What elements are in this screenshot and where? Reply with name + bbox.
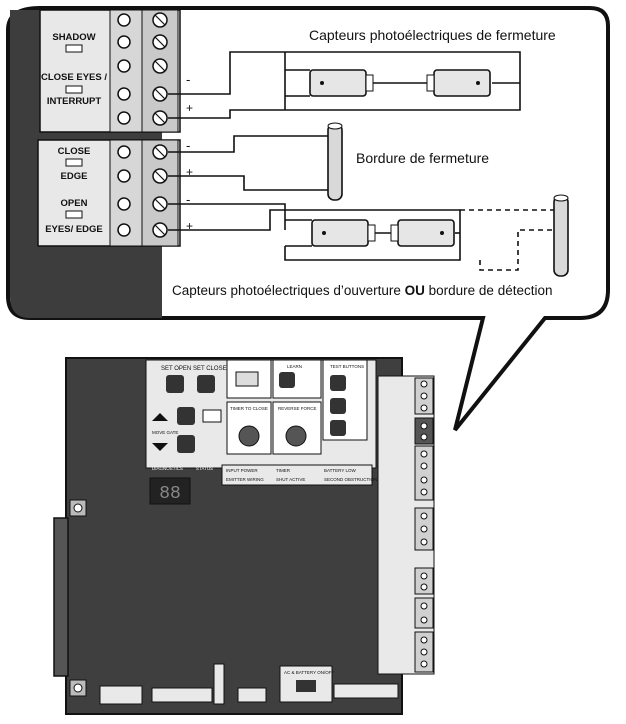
- svg-text:BATTERY LOW: BATTERY LOW: [324, 468, 357, 473]
- svg-text:-: -: [186, 192, 190, 207]
- svg-text:SECOND OBSTRUCTION: SECOND OBSTRUCTION: [324, 477, 377, 482]
- move-up-icon[interactable]: [152, 413, 168, 421]
- control-board: SET OPEN SET CLOSE MOVE GATE LEARN TEST …: [53, 357, 435, 715]
- opening-edge-dashed-wiring: [460, 209, 555, 271]
- svg-text:LEARN: LEARN: [287, 364, 302, 369]
- eyes-edge-label: EYES/ EDGE: [45, 224, 103, 235]
- close-label: CLOSE: [58, 146, 91, 157]
- diagnostics-display: [149, 477, 191, 505]
- svg-text:DIAGNOSTICS: DIAGNOSTICS: [152, 466, 183, 471]
- closing-edge-wiring: [168, 135, 330, 191]
- test-close-button[interactable]: [330, 398, 346, 414]
- svg-text:TIMER: TIMER: [276, 468, 291, 473]
- svg-text:TIMER TO CLOSE: TIMER TO CLOSE: [230, 406, 268, 411]
- edge-label: EDGE: [61, 171, 88, 182]
- svg-text:SHUT ACTIVE: SHUT ACTIVE: [276, 477, 305, 482]
- svg-text:88: 88: [159, 484, 181, 504]
- svg-text:INPUT POWER: INPUT POWER: [226, 468, 258, 473]
- opening-edge-sensor: [553, 194, 569, 277]
- open-label: OPEN: [61, 198, 88, 209]
- svg-text:+: +: [186, 101, 193, 115]
- ac-battery-switch[interactable]: [296, 680, 316, 692]
- svg-text:EMITTER WIRING: EMITTER WIRING: [226, 477, 264, 482]
- closing-eyes-wiring: [168, 51, 521, 119]
- svg-text:SET CLOSE: SET CLOSE: [193, 366, 227, 372]
- opening-sensors-label: Capteurs photoélectriques d’ouverture OU…: [172, 283, 552, 298]
- svg-text:REVERSE FORCE: REVERSE FORCE: [278, 406, 317, 411]
- open-switch-icon: [65, 210, 83, 219]
- svg-text:+: +: [186, 219, 193, 233]
- close-eyes-switch-icon: [65, 85, 83, 94]
- move-down-icon[interactable]: [152, 443, 168, 451]
- test-stop-button[interactable]: [330, 420, 346, 436]
- closing-edge-label: Bordure de fermeture: [356, 150, 489, 166]
- learn-button[interactable]: [279, 372, 295, 388]
- opening-photo-eye-left: [311, 219, 376, 247]
- svg-text:AC & BATTERY ON/OFF: AC & BATTERY ON/OFF: [284, 670, 335, 675]
- closing-photo-eye-right: [426, 69, 491, 97]
- close-switch-icon: [65, 158, 83, 167]
- terminal-labels: SHADOW CLOSE EYES / INTERRUPT CLOSE EDGE…: [41, 32, 107, 235]
- bottom-connectors: AC & BATTERY ON/OFF: [99, 663, 399, 705]
- closing-photo-eyes-label: Capteurs photoélectriques de fermeture: [309, 27, 556, 43]
- svg-text:TEST BUTTONS: TEST BUTTONS: [330, 364, 364, 369]
- interrupt-label: INTERRUPT: [47, 96, 102, 107]
- closing-photo-eye-left: [309, 69, 374, 97]
- led-legend: INPUT POWER TIMER BATTERY LOW EMITTER WI…: [221, 464, 377, 486]
- set-close-button[interactable]: [197, 375, 215, 393]
- svg-text:+: +: [186, 165, 193, 179]
- opening-photo-eye-right: [390, 219, 455, 247]
- svg-text:-: -: [186, 138, 190, 153]
- close-eyes-label: CLOSE EYES /: [41, 72, 107, 83]
- shadow-label: SHADOW: [52, 32, 95, 43]
- polarity-marks: - + - + - +: [186, 72, 193, 233]
- svg-text:-: -: [186, 72, 190, 87]
- set-open-button[interactable]: [166, 375, 184, 393]
- reverse-force-dial[interactable]: [285, 425, 307, 447]
- move-gate-button-2[interactable]: [177, 435, 195, 453]
- closing-edge-sensor: [327, 122, 343, 201]
- test-open-button[interactable]: [330, 375, 346, 391]
- right-terminal-strip: [377, 375, 435, 675]
- screw-slots: [154, 14, 166, 236]
- move-gate-button[interactable]: [177, 407, 195, 425]
- shadow-switch-icon: [65, 44, 83, 53]
- timer-to-close-dial[interactable]: [238, 425, 260, 447]
- svg-text:MOVE GATE: MOVE GATE: [152, 430, 178, 435]
- mode-switch[interactable]: [235, 371, 259, 387]
- svg-text:STATUS: STATUS: [196, 466, 213, 471]
- svg-text:SET OPEN: SET OPEN: [161, 366, 191, 372]
